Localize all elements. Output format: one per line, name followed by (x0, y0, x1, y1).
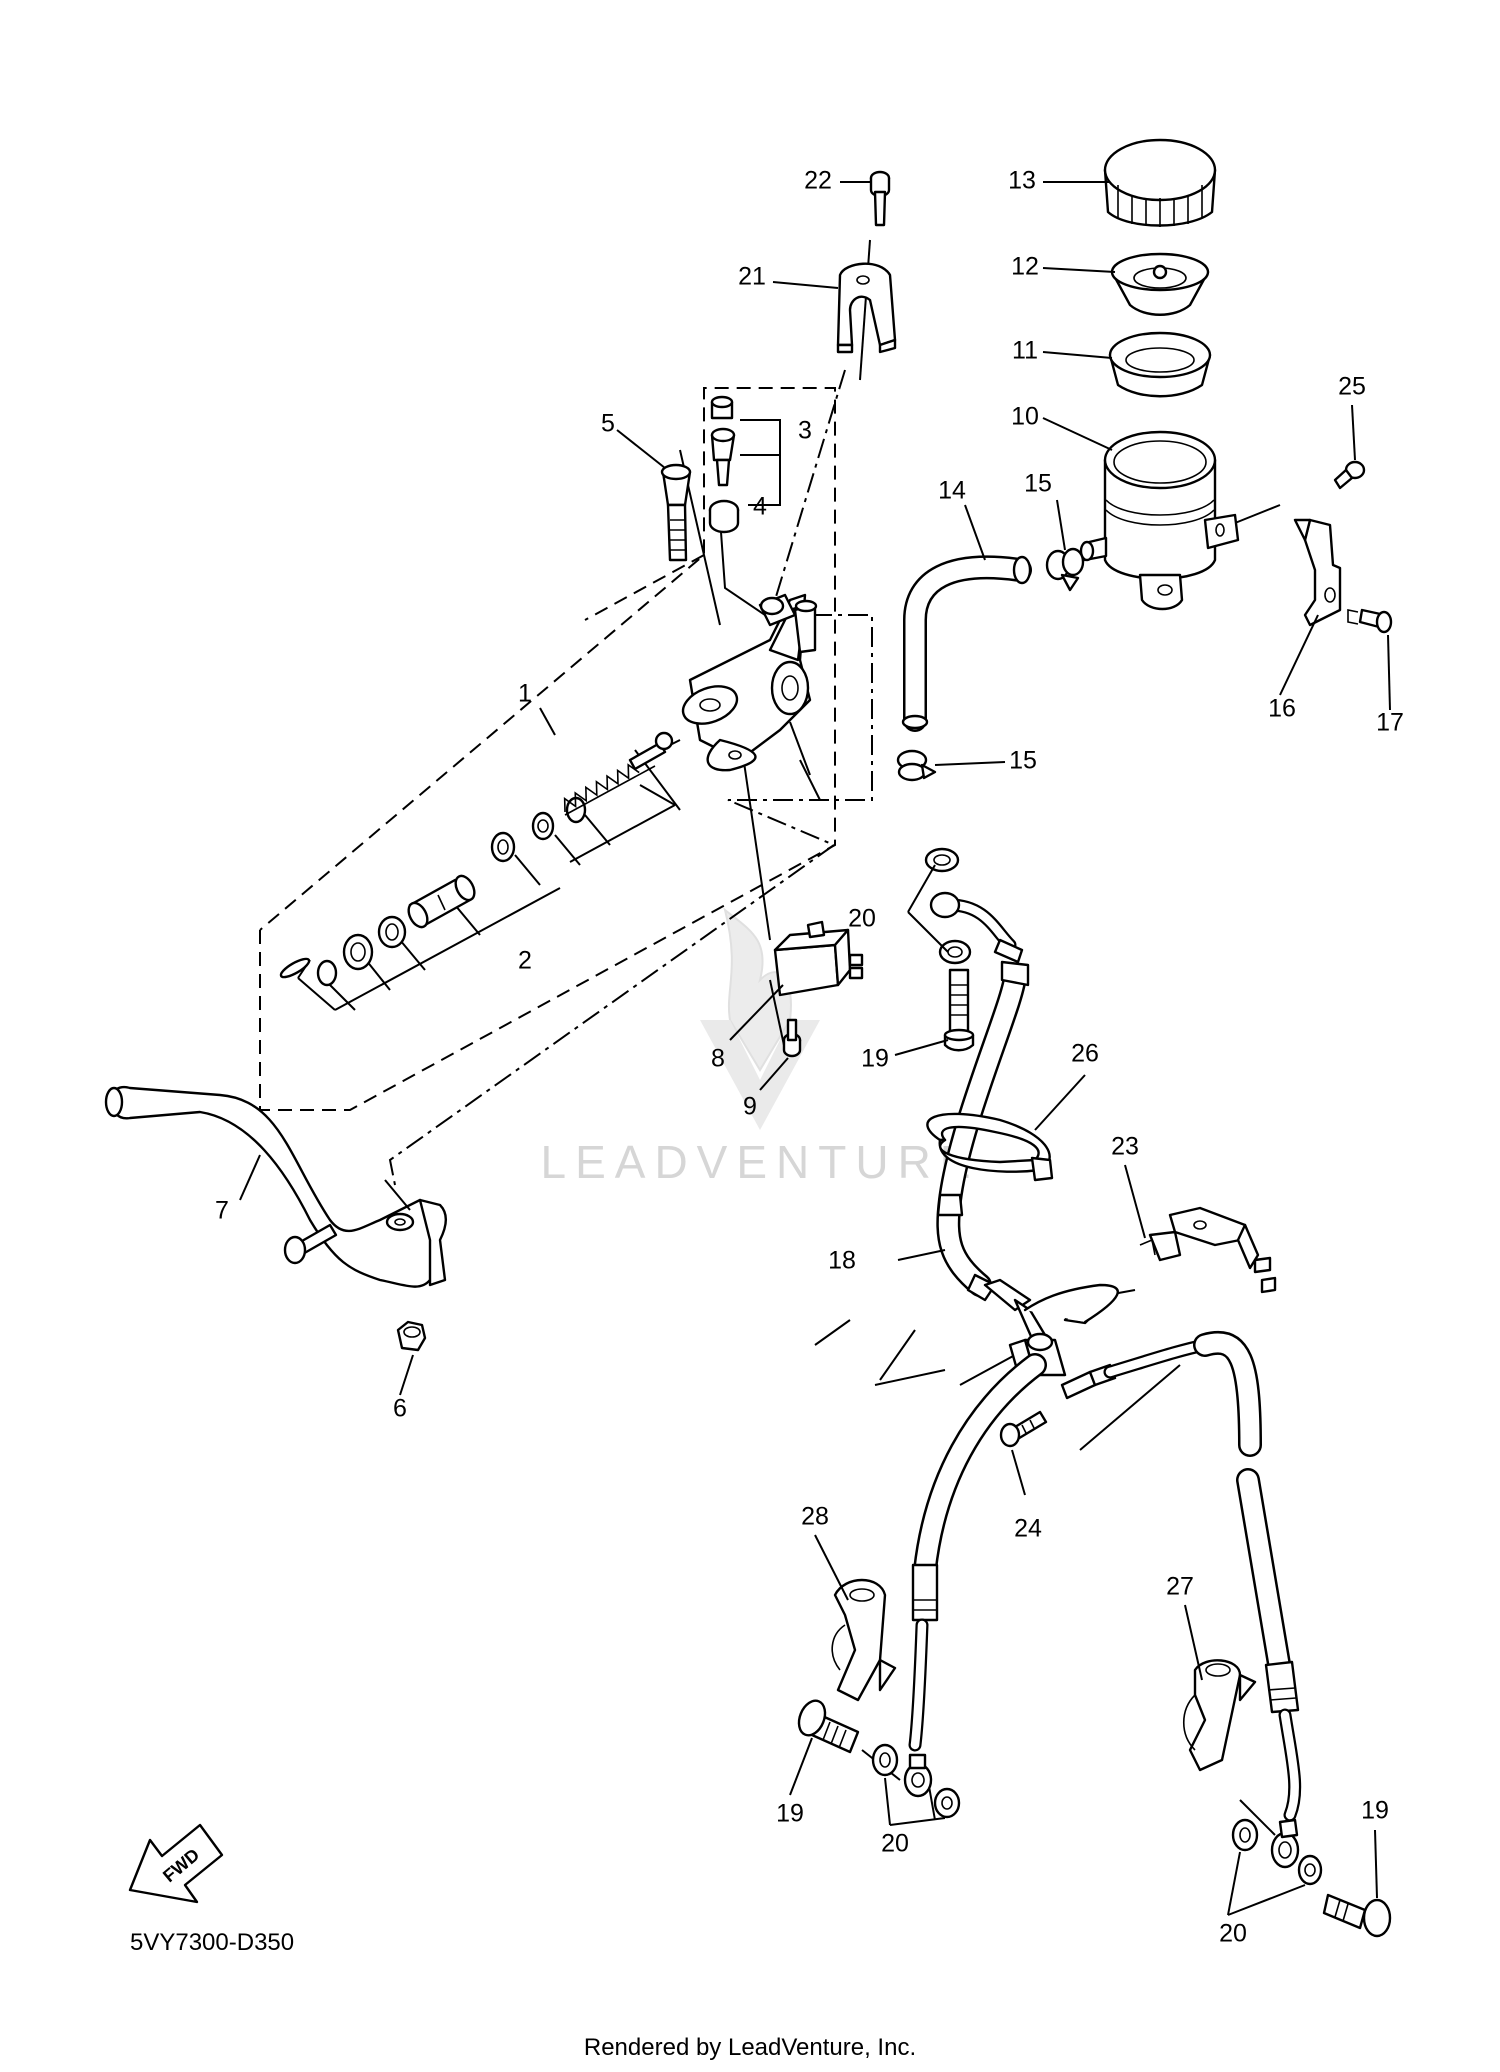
watermark: LEADVENTURE (541, 907, 980, 1188)
diagram-code: 5VY7300-D350 (130, 1929, 294, 1956)
part-label: 1 (518, 680, 532, 708)
render-credit: Rendered by LeadVenture, Inc. (584, 2034, 916, 2061)
part-label: 23 (1111, 1133, 1139, 1161)
push-rod-icon (628, 731, 674, 771)
union-bolt-upper-icon (943, 968, 975, 1052)
banjo-bolt-icon (660, 463, 692, 562)
part-label: 8 (711, 1045, 725, 1073)
hose-holder-right-icon (1183, 1659, 1257, 1772)
master-cylinder-assembly-outline (259, 387, 836, 1111)
part-label: 15 (1009, 747, 1037, 775)
part-labels: 1 2 3 4 5 6 7 8 9 10 11 12 13 14 15 15 1… (215, 167, 1404, 1948)
seal-icon (377, 915, 407, 949)
bleeder-cap-icon (708, 499, 740, 534)
part-label: 25 (1338, 373, 1366, 401)
part-label: 17 (1376, 709, 1404, 737)
part-label: 21 (738, 263, 766, 291)
guide-lines (634, 199, 1281, 1836)
hose-clip-upper-icon (1045, 547, 1085, 592)
washer-upper-2-icon (938, 939, 972, 965)
part-label: 18 (828, 1247, 856, 1275)
hose-bracket-icon (1139, 1206, 1277, 1294)
holder-bolt-icon (869, 170, 891, 227)
part-label: 6 (393, 1395, 407, 1423)
reservoir-hose-icon (901, 555, 1032, 732)
part-label: 19 (861, 1045, 889, 1073)
part-label: 24 (1014, 1515, 1042, 1543)
diaphragm-plate-icon (1110, 252, 1210, 316)
washer-lower-left-2-icon (933, 1787, 961, 1819)
brake-hose-upper-icon (929, 891, 1030, 1302)
part-label: 26 (1071, 1040, 1099, 1068)
part-label: 19 (1361, 1797, 1389, 1825)
washer-lower-left-1-icon (871, 1743, 899, 1777)
lever-nut-icon (396, 1320, 427, 1352)
bracket-screw-top-icon (1333, 460, 1366, 490)
brake-switch-icon (773, 920, 864, 997)
bracket-screw-side-icon (1347, 608, 1393, 634)
reservoir-tank-icon (1079, 430, 1240, 611)
part-label: 16 (1268, 695, 1296, 723)
dash-dot-guides (388, 369, 873, 1186)
part-label: 19 (776, 1800, 804, 1828)
circlip-icon (316, 959, 338, 987)
brake-lever-icon (104, 1086, 447, 1288)
diaphragm-icon (1108, 331, 1212, 398)
part-label: 20 (881, 1830, 909, 1858)
part-label: 15 (1024, 470, 1052, 498)
part-label: 7 (215, 1197, 229, 1225)
fwd-arrow-icon: FWD (128, 1823, 224, 1904)
part-label: 13 (1008, 167, 1036, 195)
part-label: 12 (1011, 253, 1039, 281)
washer-lower-right-1-icon (1231, 1818, 1259, 1852)
part-label: 22 (804, 167, 832, 195)
union-bolt-lower-right-icon (1322, 1893, 1392, 1938)
washer-lower-right-2-icon (1297, 1854, 1323, 1886)
part-label: 11 (1012, 337, 1038, 365)
switch-screw-icon (782, 1018, 802, 1058)
cable-tie-icon (926, 1112, 1054, 1182)
union-bolt-lower-left-icon (797, 1699, 860, 1754)
bleeder-screw-icon (710, 395, 736, 487)
lever-bolt-icon (283, 1223, 338, 1265)
washer-upper-1-icon (924, 847, 960, 873)
pin-icon (279, 957, 311, 979)
reservoir-bracket-icon (1293, 518, 1342, 627)
reservoir-cap-icon (1103, 138, 1217, 227)
watermark-text: LEADVENTURE (541, 1136, 980, 1188)
master-cylinder-body (681, 593, 818, 772)
holder-clamp-icon (836, 262, 897, 354)
part-label: 2 (518, 947, 532, 975)
piston-icon (407, 874, 476, 929)
washer-icon (531, 811, 555, 841)
part-label: 3 (798, 417, 812, 445)
brake-hose-lower-right-icon (1103, 1330, 1302, 1869)
leader-lines (239, 181, 1391, 1916)
part-label: 14 (938, 477, 966, 505)
joint-bolt-icon (999, 1410, 1048, 1448)
hose-holder-left-icon (831, 1578, 897, 1702)
hose-clip-lower-icon (896, 749, 937, 782)
brake-hose-lower-left-icon (903, 1353, 1047, 1798)
part-label: 10 (1011, 403, 1039, 431)
spring-icon (563, 763, 656, 816)
part-label: 20 (848, 905, 876, 933)
part-label: 9 (743, 1093, 757, 1121)
cup-icon (342, 933, 374, 971)
part-label: 4 (753, 493, 767, 521)
part-label: 20 (1219, 1920, 1247, 1948)
seal-ring-icon (490, 831, 516, 863)
part-label: 27 (1166, 1573, 1194, 1601)
part-label: 5 (601, 410, 615, 438)
part-label: 28 (801, 1503, 829, 1531)
internal-parts (279, 731, 681, 1011)
